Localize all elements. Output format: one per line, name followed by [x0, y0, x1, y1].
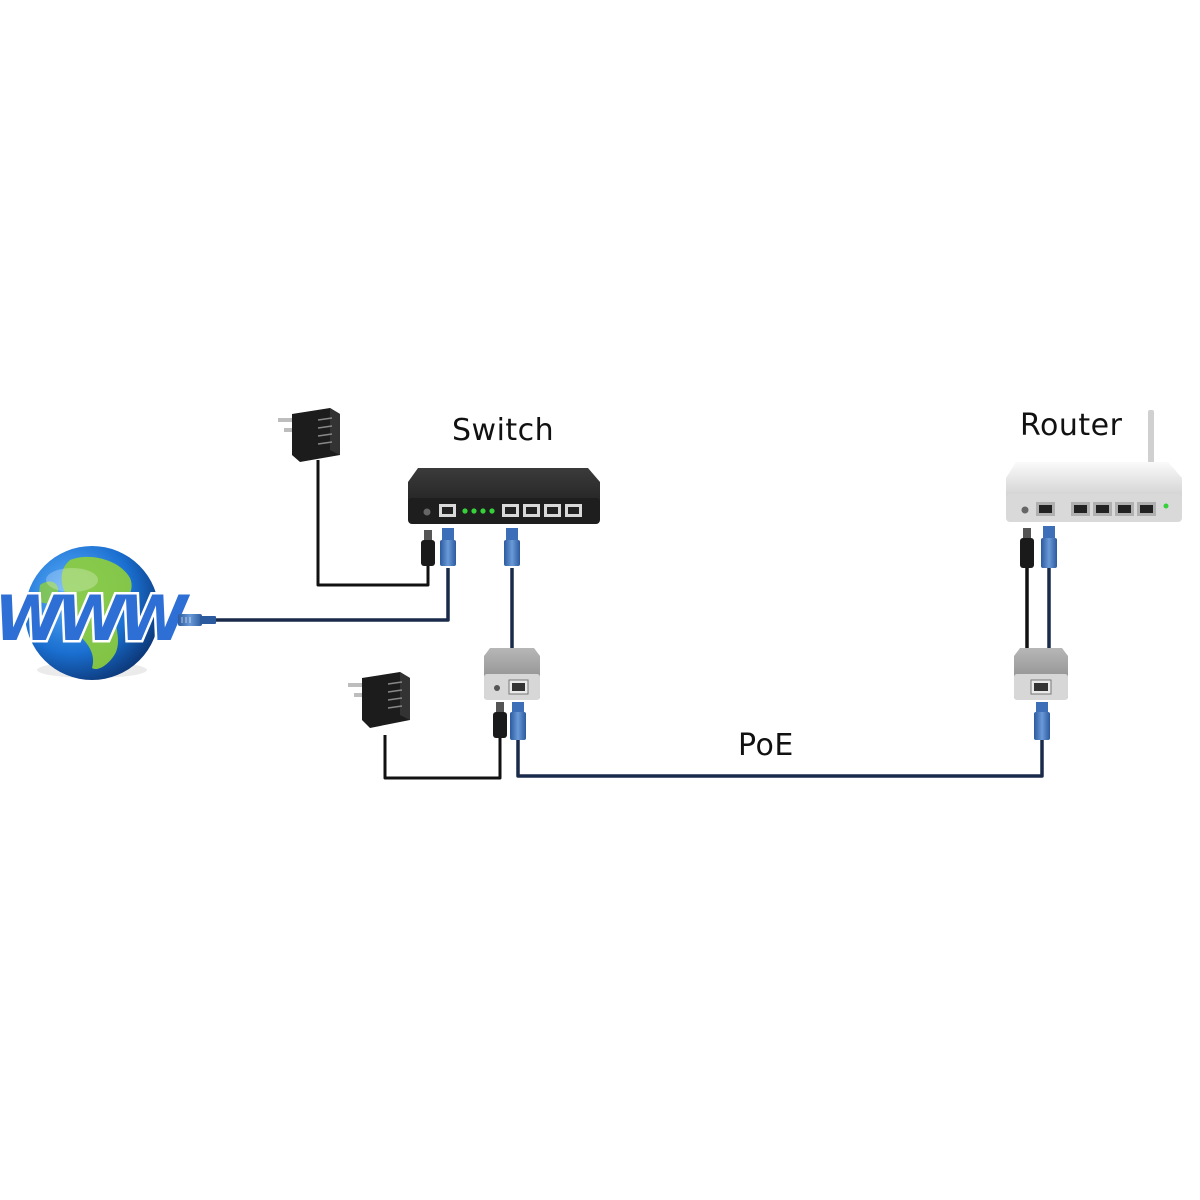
router-dc-plug [1020, 528, 1034, 568]
globe-text: WWW [0, 580, 199, 658]
network-switch-icon [408, 468, 600, 566]
switch-status-leds [462, 508, 495, 514]
poe-cable [516, 738, 1044, 778]
router-status-led [1163, 503, 1169, 509]
globe-www-icon: WWW [0, 546, 216, 680]
switch-power-adapter-icon [278, 408, 340, 462]
cables [215, 460, 1051, 780]
switch-ports [502, 504, 582, 517]
rj45-plug-icon [510, 702, 526, 740]
rj45-plug-icon [440, 528, 456, 566]
injector-power-adapter-icon [348, 672, 410, 728]
poe-injector-icon [484, 648, 540, 740]
internet-cable [215, 568, 450, 622]
globe-land-small [38, 581, 59, 604]
globe-land-americas [61, 556, 132, 670]
rj45-plug-icon [1034, 702, 1050, 740]
router-label: Router [1020, 408, 1123, 443]
switch-port-uplink [439, 504, 456, 517]
rj45-plug-icon [1041, 526, 1057, 568]
injector-dc-plug [493, 702, 507, 738]
switch-label: Switch [452, 413, 555, 448]
poe-label: PoE [738, 728, 794, 763]
rj45-plug-icon [504, 528, 520, 566]
power-cable-injector [383, 735, 502, 780]
rj45-plug-icon [178, 614, 216, 626]
router-antenna [1148, 410, 1154, 476]
router-ports [1036, 502, 1156, 516]
globe-www-text: WWW [0, 582, 190, 655]
wireless-router-icon [1006, 410, 1182, 568]
poe-splitter-icon [1014, 648, 1068, 740]
power-cable-switch [316, 460, 430, 587]
switch-dc-plug [421, 530, 435, 566]
